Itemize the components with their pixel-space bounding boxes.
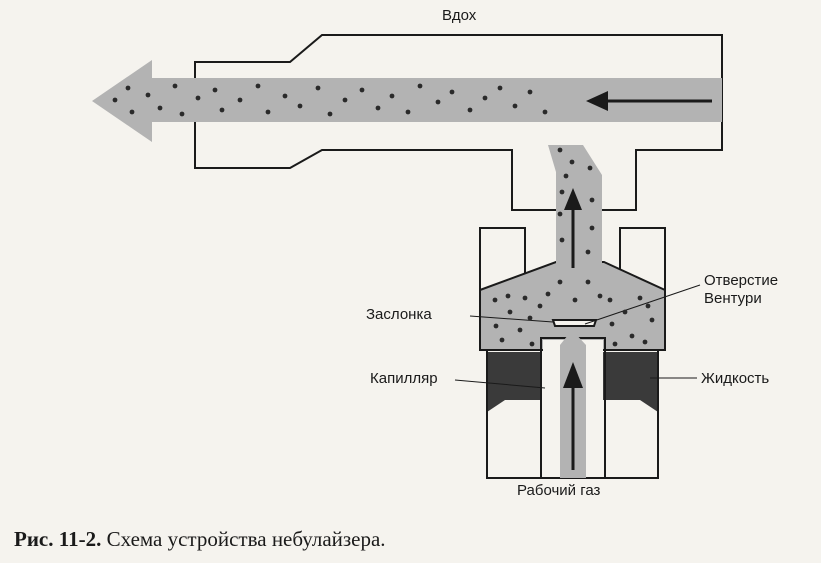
- aerosol-droplet: [559, 189, 565, 195]
- aerosol-droplet: [607, 297, 613, 303]
- aerosol-droplet: [449, 89, 455, 95]
- inhalation-flow-arrow: [92, 60, 722, 142]
- aerosol-droplet: [645, 303, 651, 309]
- aerosol-droplet: [195, 95, 201, 101]
- aerosol-droplet: [255, 83, 261, 89]
- baffle: [551, 319, 598, 327]
- aerosol-droplet: [265, 109, 271, 115]
- inflow-arrow: [586, 91, 712, 111]
- aerosol-droplet: [585, 249, 591, 255]
- aerosol-droplets: [112, 83, 655, 347]
- label-venturi-line2: Вентури: [704, 290, 762, 307]
- caption-figure-number: Рис. 11-2.: [14, 527, 102, 551]
- aerosol-droplet: [342, 97, 348, 103]
- inhalation-tube-housing: [194, 34, 723, 211]
- aerosol-droplet: [557, 279, 563, 285]
- aerosol-droplet: [517, 327, 523, 333]
- aerosol-droplet: [529, 341, 535, 347]
- venturi-leader: [584, 284, 701, 325]
- aerosol-droplet: [522, 295, 528, 301]
- aerosol-droplet: [405, 109, 411, 115]
- baffle-leader: [469, 315, 554, 323]
- figure-caption: Рис. 11-2. Схема устройства небулайзера.: [14, 527, 386, 552]
- aerosol-droplet: [527, 315, 533, 321]
- aerosol-droplet: [545, 291, 551, 297]
- aerosol-droplet: [389, 93, 395, 99]
- aerosol-droplet: [589, 197, 595, 203]
- capillary-leader: [454, 379, 546, 389]
- aerosol-droplet: [172, 83, 178, 89]
- aerosol-droplet: [493, 323, 499, 329]
- aerosol-droplet: [612, 341, 618, 347]
- aerosol-droplet: [557, 211, 563, 217]
- aerosol-droplet: [417, 83, 423, 89]
- aerosol-droplet: [585, 279, 591, 285]
- aerosol-droplet: [179, 111, 185, 117]
- aerosol-droplet: [597, 293, 603, 299]
- label-capillary: Капилляр: [370, 370, 438, 387]
- label-baffle: Заслонка: [366, 306, 432, 323]
- aerosol-droplet: [572, 297, 578, 303]
- aerosol-droplet: [237, 97, 243, 103]
- aerosol-droplet: [492, 297, 498, 303]
- caption-text: Схема устройства небулайзера.: [106, 527, 386, 551]
- aerosol-droplet: [157, 105, 163, 111]
- aerosol-droplet: [507, 309, 513, 315]
- aerosol-droplet: [559, 237, 565, 243]
- aerosol-droplet: [327, 111, 333, 117]
- aerosol-droplet: [589, 225, 595, 231]
- aerosol-droplet: [482, 95, 488, 101]
- aerosol-droplet: [297, 103, 303, 109]
- aerosol-droplet: [282, 93, 288, 99]
- liquid-right: [603, 352, 658, 412]
- aerosol-droplet: [642, 339, 648, 345]
- aerosol-droplet: [112, 97, 118, 103]
- label-liquid: Жидкость: [701, 370, 770, 387]
- riser-up-arrow: [564, 188, 582, 268]
- aerosol-droplet: [629, 333, 635, 339]
- aerosol-droplet: [145, 92, 151, 98]
- aerosol-droplet: [129, 109, 135, 115]
- label-venturi-line1: Отверстие: [704, 272, 779, 289]
- aerosol-droplet: [637, 295, 643, 301]
- aerosol-droplet: [527, 89, 533, 95]
- liquid-left: [487, 352, 540, 412]
- aerosol-droplet: [497, 85, 503, 91]
- aerosol-droplet: [467, 107, 473, 113]
- aerosol-droplet: [315, 85, 321, 91]
- aerosol-droplet: [435, 99, 441, 105]
- aerosol-droplet: [212, 87, 218, 93]
- aerosol-droplet: [622, 309, 628, 315]
- aerosol-droplet: [537, 303, 543, 309]
- aerosol-droplet: [649, 317, 655, 323]
- aerosol-droplet: [505, 293, 511, 299]
- aerosol-droplet: [542, 109, 548, 115]
- aerosol-droplet: [587, 165, 593, 171]
- aerosol-droplet: [609, 321, 615, 327]
- aerosol-droplet: [359, 87, 365, 93]
- aerosol-droplet: [375, 105, 381, 111]
- label-inhale: Вдох: [442, 7, 477, 24]
- aerosol-droplet: [219, 107, 225, 113]
- aerosol-droplet: [557, 147, 563, 153]
- aerosol-droplet: [125, 85, 131, 91]
- aerosol-droplet: [512, 103, 518, 109]
- aerosol-droplet: [569, 159, 575, 165]
- label-venturi-opening: Отверстие Вентури: [704, 272, 778, 308]
- label-working-gas: Рабочий газ: [517, 482, 601, 499]
- aerosol-droplet: [563, 173, 569, 179]
- gas-up-arrow: [563, 362, 583, 470]
- aerosol-droplet: [499, 337, 505, 343]
